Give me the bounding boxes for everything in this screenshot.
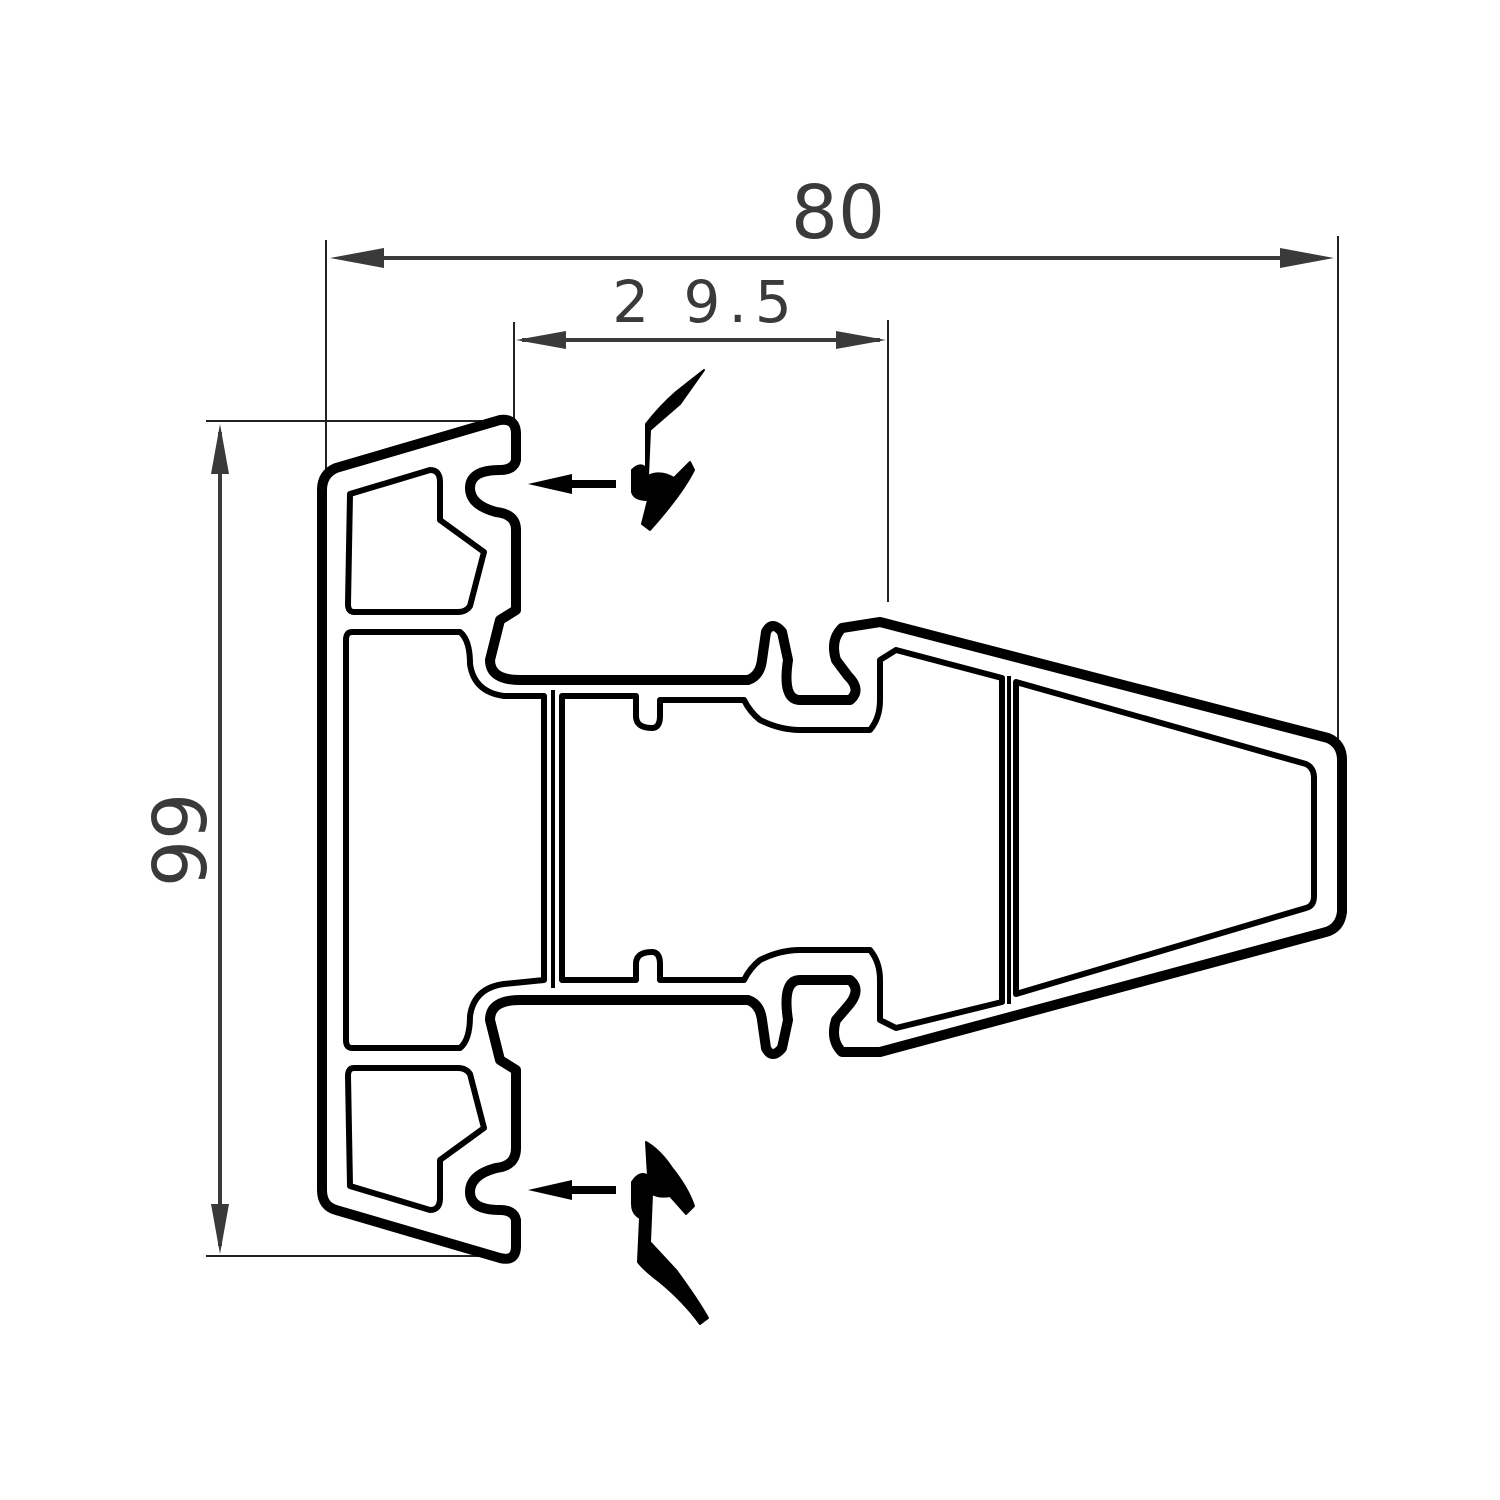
dimension-overall-width: 80 <box>325 170 1339 740</box>
seal-arrowhead-top-icon <box>528 474 572 494</box>
dimension-label-29-5: 2 9.5 <box>612 268 800 336</box>
seal-arrowhead-bottom-icon <box>528 1180 572 1200</box>
chamber-center <box>559 647 1005 1031</box>
chamber-right <box>1013 679 1317 997</box>
gasket-bottom <box>528 1141 709 1325</box>
dimension-height: 66 <box>134 420 514 1257</box>
chamber-lower-left <box>345 1065 487 1213</box>
arrowhead-left-icon <box>330 248 384 268</box>
dimension-label-66: 66 <box>134 793 220 887</box>
arrowhead-right-icon <box>1280 248 1334 268</box>
chamber-center-left <box>343 629 547 1051</box>
dimension-inner-width: 2 9.5 <box>513 268 889 602</box>
arrowhead-top-icon <box>211 424 229 474</box>
profile-outer-contour <box>317 414 1347 1264</box>
dimension-label-80: 80 <box>791 170 885 256</box>
arrowhead-inner-left-icon <box>516 331 566 349</box>
arrowhead-bottom-icon <box>211 1204 229 1254</box>
arrowhead-inner-right-icon <box>836 331 886 349</box>
gasket-top-icon <box>631 369 705 531</box>
chamber-upper-left <box>345 467 487 615</box>
window-profile <box>317 414 1347 1264</box>
gasket-bottom-icon <box>631 1141 709 1325</box>
gasket-top <box>528 369 705 531</box>
